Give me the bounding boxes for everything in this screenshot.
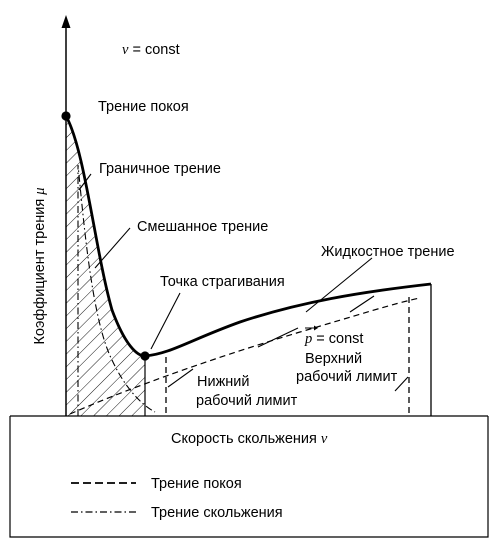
lower-limit-label-2: рабочий лимит [196, 393, 298, 409]
leader-breakaway [150, 292, 181, 350]
leader-upper-limit [394, 376, 409, 392]
static-friction-label: Трение покоя [98, 99, 189, 115]
leader-p-const-2 [257, 327, 299, 348]
legend-dashed-label: Трение покоя [151, 476, 242, 492]
upper-limit-label-2: рабочий лимит [296, 369, 398, 385]
breakaway-point-marker [140, 351, 150, 361]
leader-fluid [305, 257, 373, 313]
mixed-friction-label: Смешанное трение [137, 219, 268, 235]
y-axis-arrow [61, 15, 71, 28]
static-friction-point [61, 111, 71, 121]
breakaway-point-label: Точка страгивания [160, 274, 285, 290]
leader-boundary [78, 173, 92, 191]
leader-p-const-1 [349, 295, 375, 313]
sliding-friction-curve [77, 164, 156, 416]
leader-mixed [94, 227, 131, 269]
upper-limit-label-1: Верхний [305, 351, 362, 367]
static-friction-curve [69, 297, 421, 415]
p-vector-arrowhead [314, 325, 318, 331]
hatched-region [66, 116, 145, 416]
boundary-friction-label: Граничное трение [99, 161, 221, 177]
p-const-label: p = const [304, 331, 363, 347]
x-axis-label: Скорость скольжения v [171, 431, 328, 447]
legend-dashdot-label: Трение скольжения [151, 505, 283, 521]
y-axis-label: Коэффициент трения μ [32, 187, 48, 344]
lower-limit-label-1: Нижний [197, 374, 249, 390]
main-friction-curve [64, 115, 432, 358]
outer-frame [9, 416, 489, 538]
fluid-friction-label: Жидкостное трение [321, 244, 455, 260]
condition-label: v = const [122, 42, 180, 58]
leader-lower-limit [167, 368, 194, 388]
